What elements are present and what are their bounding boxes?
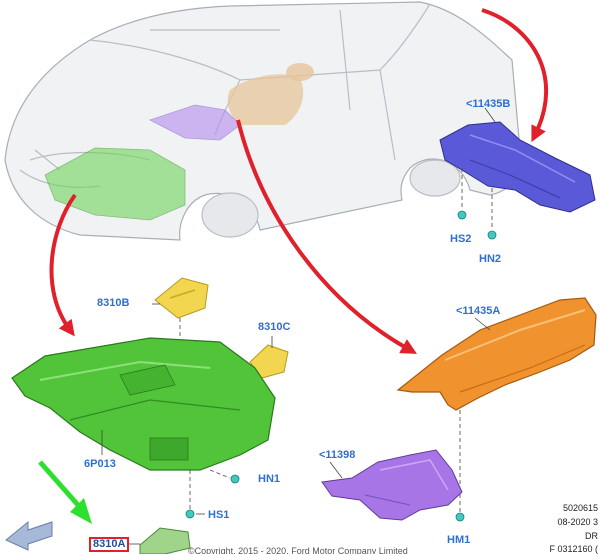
seat-shape [227, 63, 314, 125]
ref-line-3: DR [585, 531, 598, 541]
part-8310b-bracket[interactable] [154, 277, 209, 319]
direction-arrow-icon [38, 460, 80, 507]
leader-11435b [484, 107, 496, 123]
ref-line-2: 08-2020 3 [557, 517, 598, 527]
leader-11435a [474, 317, 491, 331]
fastener-hn1[interactable] [230, 474, 240, 484]
pointer-to-heat-shield [236, 119, 417, 354]
fastener-hm1[interactable] [455, 512, 465, 522]
copyright-notice: ©Copyright, 2015 - 2020, Ford Motor Comp… [188, 546, 408, 554]
ref-line-1: 5020615 [562, 503, 598, 513]
forward-orientation-icon [5, 520, 53, 551]
fastener-hn2[interactable] [487, 230, 497, 240]
part-8310a-bracket[interactable] [139, 527, 191, 554]
part-6p013-shield[interactable] [11, 337, 276, 471]
callout-8310c[interactable]: 8310C [258, 321, 291, 333]
fastener-hs1[interactable] [185, 509, 195, 519]
part-11435a-shield[interactable] [396, 297, 597, 411]
callout-11398[interactable]: <11398 [319, 449, 356, 461]
callout-8310a[interactable]: 8310A [89, 537, 130, 552]
callout-11435a[interactable]: <11435A [456, 305, 501, 317]
direction-arrow-head-icon [70, 498, 92, 524]
part-11435b-shield[interactable] [439, 121, 596, 213]
callout-hs1[interactable]: HS1 [208, 509, 230, 521]
fastener-hs2[interactable] [457, 210, 467, 220]
callout-hs2[interactable]: HS2 [450, 233, 472, 245]
pointer-to-rear-shield [481, 8, 549, 143]
leader-11398 [329, 461, 343, 479]
callout-hn2[interactable]: HN2 [479, 253, 502, 265]
leader-hn1-dash [209, 469, 231, 479]
ref-line-4: F 0312160 ( [549, 544, 598, 554]
pointer-to-front-shield [49, 193, 77, 337]
callout-11435b[interactable]: <11435B [466, 98, 511, 110]
callout-8310b[interactable]: 8310B [97, 297, 130, 309]
callout-hn1[interactable]: HN1 [258, 473, 281, 485]
callout-hm1[interactable]: HM1 [447, 534, 471, 546]
callout-6p013[interactable]: 6P013 [84, 458, 116, 470]
part-11398-shield[interactable] [321, 449, 463, 521]
